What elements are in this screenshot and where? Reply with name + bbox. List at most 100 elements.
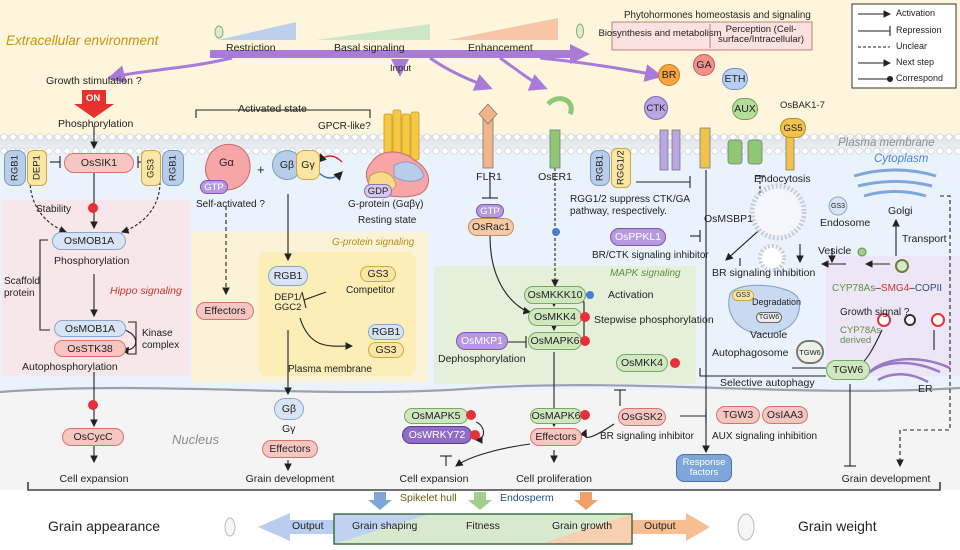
oser1-label: OsER1 (538, 171, 572, 183)
membrane-bead (72, 133, 80, 141)
basal-label: Basal signaling (334, 42, 405, 54)
membrane-bead (153, 133, 161, 141)
cytoplasm-label: Cytoplasm (874, 153, 929, 165)
red-dot-mkk4n (670, 358, 680, 368)
membrane-bead (108, 133, 116, 141)
membrane-bead (369, 147, 377, 155)
membrane-bead (693, 147, 701, 155)
membrane-bead (432, 147, 440, 155)
legend-next: Next step (896, 57, 935, 67)
gs3-endosome: GS3 (831, 203, 846, 210)
galpha-blob (205, 143, 251, 191)
membrane-bead (270, 133, 278, 141)
gdp-pill: GDP (364, 184, 392, 198)
membrane-bead (567, 147, 575, 155)
effectors-nucleus: Effectors (262, 440, 318, 458)
osmapk5-node: OsMAPK5 (404, 408, 468, 424)
membrane-bead (621, 133, 629, 141)
endosperm-label: Endosperm (500, 492, 554, 504)
membrane-bead (504, 133, 512, 141)
gs3-hippo: GS3 (141, 150, 161, 186)
membrane-bead (567, 133, 575, 141)
membrane-bead (900, 133, 908, 141)
eth-hormone: ETH (722, 68, 748, 90)
oswrky72-node: OsWRKY72 (402, 426, 472, 444)
membrane-bead (648, 133, 656, 141)
membrane-bead (351, 133, 359, 141)
hormone-title: Phytohormones homeostasis and signaling (624, 10, 811, 21)
membrane-bead (459, 133, 467, 141)
legend-correspond: Correspond (896, 73, 944, 83)
selective-label: Selective autophagy (720, 377, 815, 389)
membrane-bead (693, 133, 701, 141)
ctk-hormone: CTK (644, 96, 668, 120)
cell-prolif: Cell proliferation (516, 473, 592, 485)
autophagosome-label: Autophagosome (712, 347, 789, 359)
membrane-bead (459, 147, 467, 155)
osmkp1-node: OsMKP1 (456, 332, 508, 350)
br-inhib-nucleus: BR signaling inhibitor (600, 431, 694, 442)
autophos-label: Autophosphorylation (22, 361, 118, 373)
rgb1-right: RGB1 (162, 150, 184, 186)
membrane-bead (45, 133, 53, 141)
membrane-bead (873, 147, 881, 155)
top-purple-bar (210, 50, 570, 58)
membrane-bead (18, 133, 26, 141)
membrane-bead (684, 133, 692, 141)
legend-box (851, 3, 957, 89)
plus-sign: + (257, 162, 265, 177)
biosynthesis-label: Biosynthesis and metabolism (598, 28, 722, 39)
scaffold-label: Scaffold protein (4, 276, 40, 299)
membrane-bead (630, 147, 638, 155)
membrane-bead (882, 147, 890, 155)
stability-label: Stability (36, 204, 72, 215)
membrane-bead (801, 133, 809, 141)
tgw6-node: TGW6 (826, 360, 870, 380)
osppkl1-node: OsPPKL1 (610, 228, 666, 246)
membrane-bead (81, 133, 89, 141)
competitor-label: Competitor (346, 285, 395, 296)
membrane-bead (54, 133, 62, 141)
grain-appearance: Grain appearance (48, 518, 161, 534)
blue-dot-mapk (552, 228, 560, 236)
membrane-bead (0, 133, 8, 141)
membrane-bead (855, 133, 863, 141)
legend-activation: Activation (896, 8, 936, 18)
on-label: ON (86, 93, 101, 104)
membrane-bead (765, 147, 773, 155)
gtp-mapk: GTP (476, 204, 504, 218)
membrane-bead (432, 133, 440, 141)
cell-expansion-left: Cell expansion (59, 473, 129, 485)
output-right: Output (644, 520, 676, 532)
ossik1-node: OsSIK1 (64, 153, 134, 173)
membrane-bead (819, 147, 827, 155)
membrane-bead (909, 147, 917, 155)
membrane-bead (927, 147, 935, 155)
membrane-bead (450, 133, 458, 141)
phospho-dot-2 (88, 400, 98, 410)
membrane-bead (846, 133, 854, 141)
membrane-bead (927, 133, 935, 141)
osmob1a-node: OsMOB1A (52, 232, 126, 250)
membrane-bead (450, 147, 458, 155)
endocytosis-label: Endocytosis (754, 173, 811, 185)
osmob1a-complex: OsMOB1A (54, 320, 126, 337)
membrane-bead (342, 147, 350, 155)
membrane-bead (99, 133, 107, 141)
gs5-node: GS5 (780, 118, 806, 138)
membrane-bead (918, 133, 926, 141)
membrane-bead (891, 133, 899, 141)
membrane-bead (270, 147, 278, 155)
membrane-bead (495, 133, 503, 141)
rgg12-node: RGG1/2 (611, 148, 631, 188)
rgg-text: RGG1/2 suppress CTK/GA pathway, respecti… (570, 194, 690, 217)
br-hormone: BR (658, 64, 680, 86)
membrane-bead (756, 133, 764, 141)
membrane-bead (252, 147, 260, 155)
osmkk4-node: OsMKK4 (528, 308, 582, 326)
input-label: Input (390, 63, 412, 74)
membrane-bead (648, 147, 656, 155)
effectors-mapk: Effectors (530, 428, 582, 446)
rgb1-left: RGB1 (4, 150, 26, 186)
